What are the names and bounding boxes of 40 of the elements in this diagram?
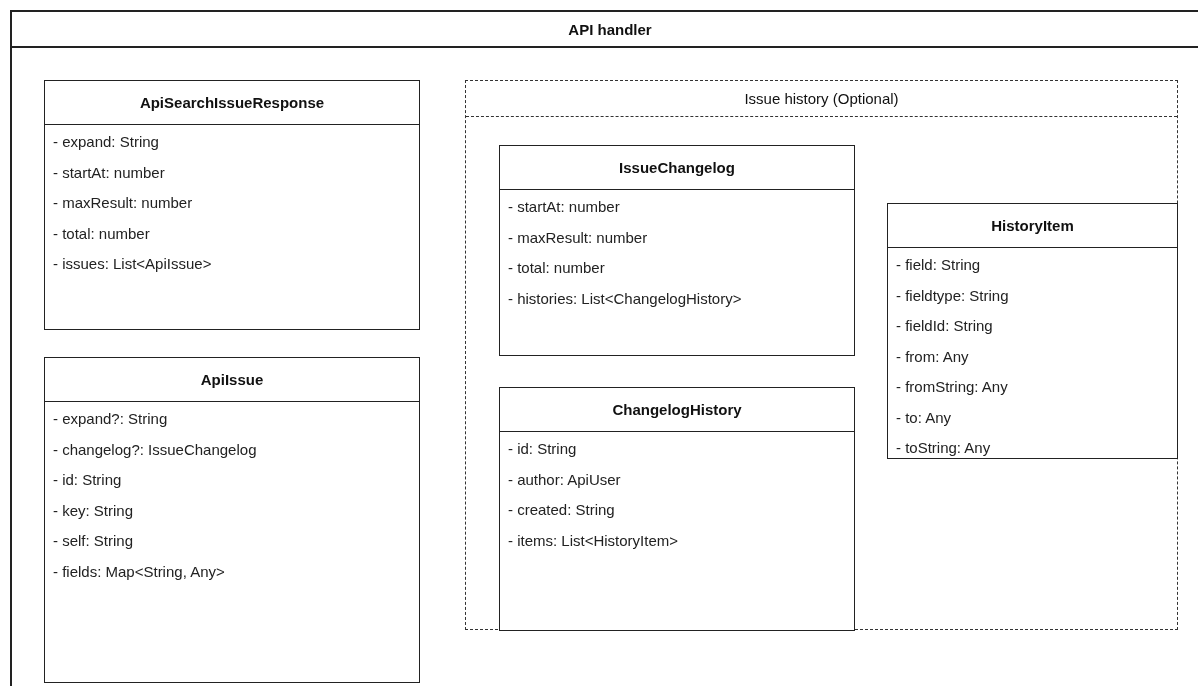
attribute-text: - maxResult: number (53, 194, 193, 211)
attribute-text: - startAt: number (508, 198, 620, 215)
attribute-text: - expand: String (53, 133, 159, 150)
attribute-text: - issues: List<ApiIssue> (53, 255, 212, 272)
attribute-text: - id: String (53, 471, 122, 488)
class-name: ChangelogHistory (612, 401, 742, 418)
class-name: HistoryItem (991, 217, 1074, 234)
attribute-text: - from: Any (896, 347, 969, 365)
attribute-text: - fields: Map<String, Any> (53, 562, 225, 580)
class-box (44, 80, 420, 330)
attribute-text: - items: List<HistoryItem> (508, 531, 679, 549)
frame-box (10, 10, 1198, 686)
attribute-text: - histories: List<ChangelogHistory> (508, 289, 742, 307)
class-box (887, 203, 1178, 459)
class-box (44, 357, 420, 683)
attribute-text: - toString: Any (896, 439, 991, 456)
attribute-text: - field: String (896, 256, 981, 273)
frame-title: API handler (568, 20, 652, 38)
attribute-text: - fromString: Any (896, 378, 1008, 395)
class-box (499, 145, 855, 356)
class-box (499, 387, 855, 631)
attribute-text: - fieldtype: String (896, 286, 1009, 304)
attribute-text: - created: String (508, 501, 615, 518)
attribute-text: - fieldId: String (896, 317, 993, 334)
attribute-text: - startAt: number (53, 163, 165, 181)
class-name: ApiSearchIssueResponse (139, 94, 325, 111)
attribute-text: - maxResult: number (508, 228, 648, 246)
attribute-text: - changelog?: IssueChangelog (53, 440, 257, 458)
attribute-text: - to: Any (896, 408, 952, 426)
class-name: IssueChangelog (619, 159, 735, 176)
attribute-text: - key: String (53, 501, 134, 519)
attribute-text: - expand?: String (53, 410, 168, 427)
class-name: ApiIssue (200, 371, 264, 388)
attribute-text: - total: number (53, 224, 150, 242)
group-box (465, 80, 1178, 630)
attribute-text: - id: String (508, 440, 577, 457)
attribute-text: - total: number (508, 259, 605, 276)
attribute-text: - author: ApiUser (508, 470, 621, 488)
group-title: Issue history (Optional) (744, 90, 899, 107)
attribute-text: - self: String (53, 532, 134, 549)
